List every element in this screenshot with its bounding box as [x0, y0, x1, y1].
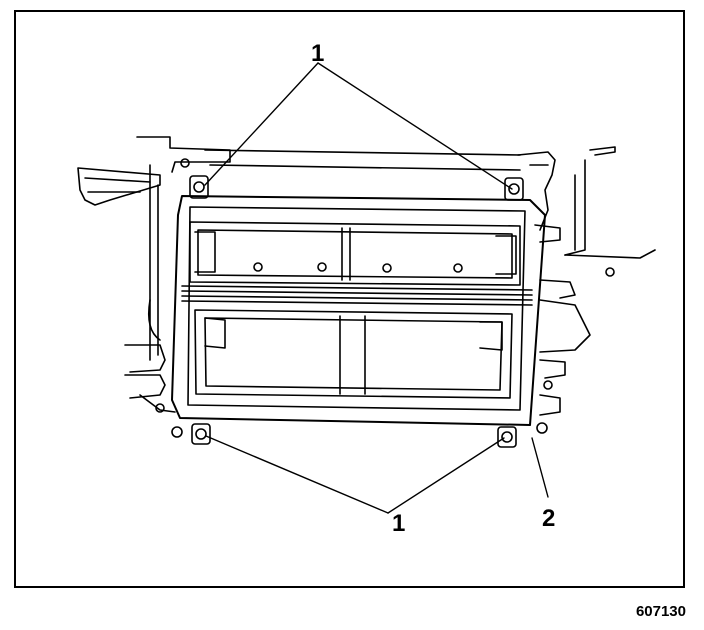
figure-frame: [14, 10, 685, 588]
module-housing: [171, 195, 546, 426]
rear-rail: [204, 149, 521, 171]
fastener-studs: [189, 175, 524, 448]
left-mounting-bracket: [77, 136, 231, 438]
callout-1-bottom: 1: [392, 510, 406, 537]
right-panel-structure: [517, 146, 656, 434]
leader-lines: [204, 62, 549, 514]
figure-id: 607130: [635, 603, 686, 620]
callout-1-top: 1: [311, 40, 325, 67]
callout-2: 2: [542, 505, 556, 532]
